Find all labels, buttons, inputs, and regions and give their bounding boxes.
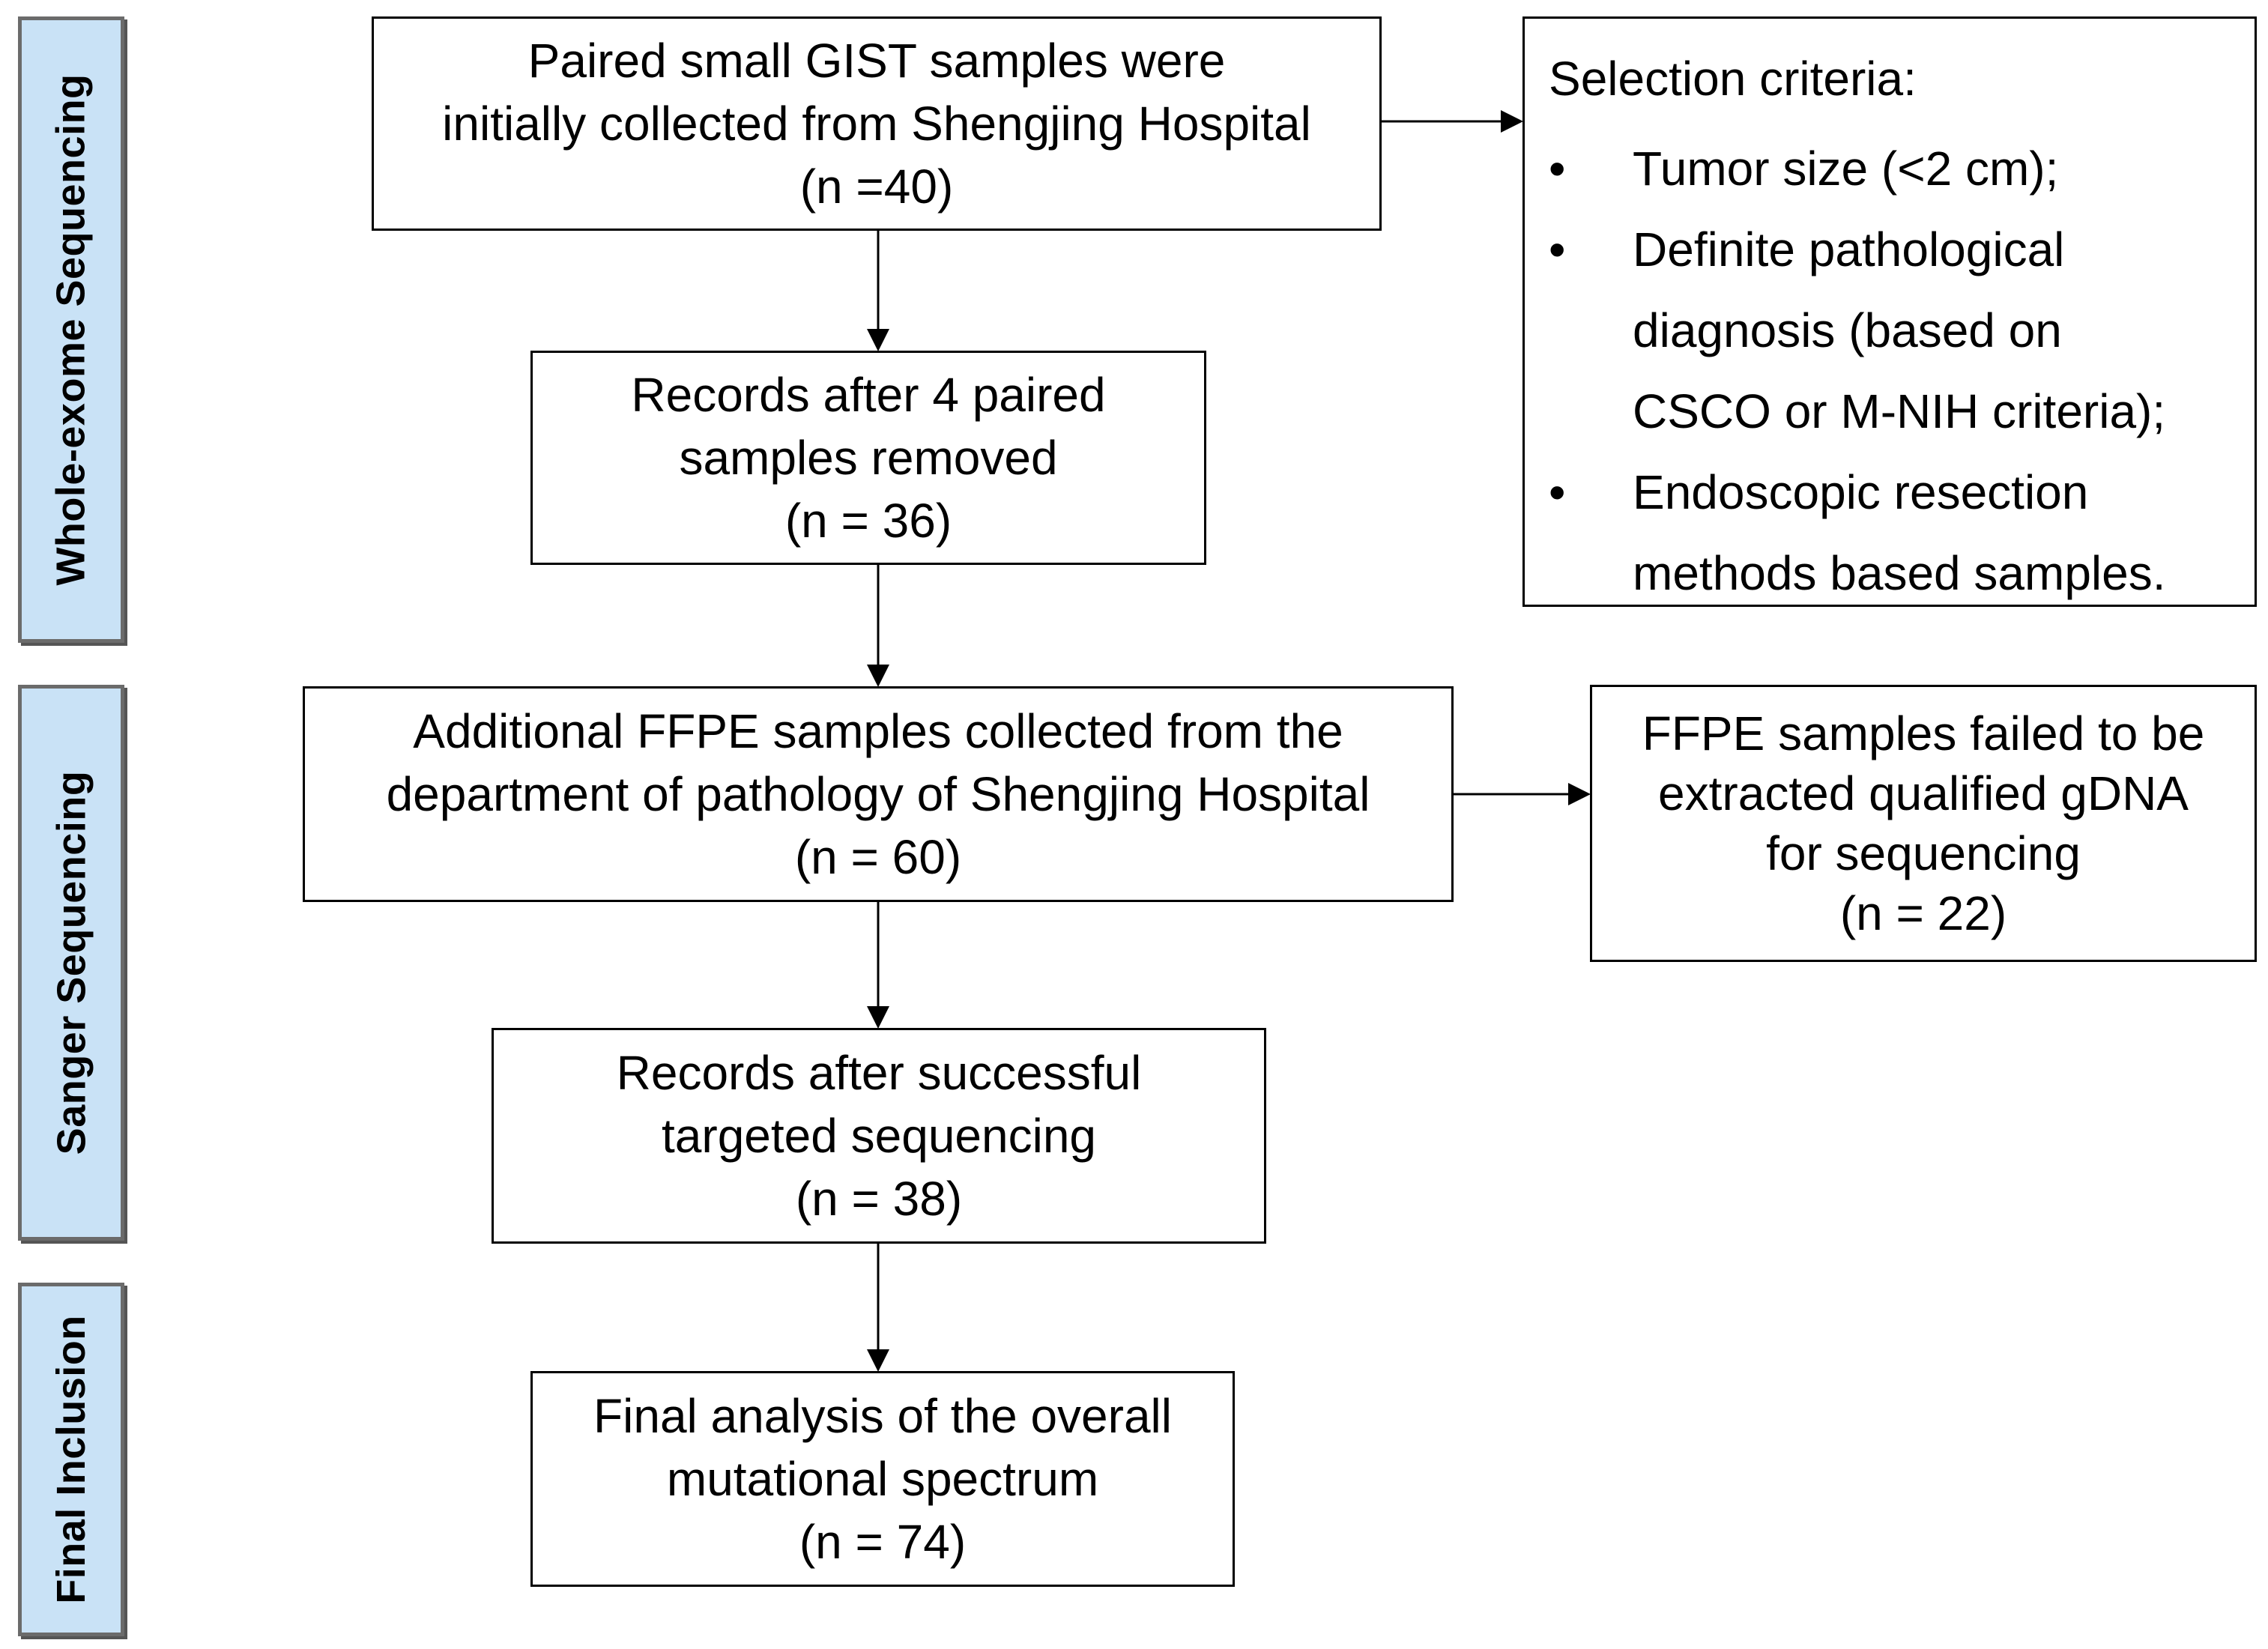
box-line: Additional FFPE samples collected from t… — [413, 704, 1343, 758]
box-line: FFPE samples failed to be — [1642, 707, 2205, 760]
phase-label-sanger: Sanger Sequencing — [18, 685, 124, 1241]
box-line: Paired small GIST samples were — [527, 34, 1226, 88]
box-line: Final analysis of the overall — [593, 1389, 1172, 1443]
bullet-icon: • — [1549, 465, 1566, 519]
criteria-item: • Endoscopic resection methods based sam… — [1549, 452, 2255, 614]
box-count: (n =40) — [799, 160, 954, 214]
criteria-item: • Definite pathological diagnosis (based… — [1549, 209, 2255, 452]
selection-criteria-box: Selection criteria: • Tumor size (<2 cm)… — [1522, 16, 2257, 607]
box-count: (n = 60) — [794, 830, 962, 884]
box-count: (n = 36) — [784, 494, 952, 548]
bullet-icon: • — [1549, 142, 1566, 196]
box-count: (n = 38) — [795, 1172, 963, 1226]
box-line: initially collected from Shengjing Hospi… — [442, 97, 1311, 151]
criteria-line: diagnosis (based on — [1633, 303, 2062, 357]
box-line: targeted sequencing — [662, 1109, 1096, 1163]
criteria-line: CSCO or M-NIH criteria); — [1633, 384, 2166, 438]
box-line: for sequencing — [1766, 826, 2081, 880]
box-line: extracted qualified gDNA — [1658, 766, 2189, 820]
final-analysis-box: Final analysis of the overall mutational… — [530, 1371, 1235, 1587]
criteria-list: • Tumor size (<2 cm); • Definite patholo… — [1549, 128, 2255, 614]
criteria-item: • Tumor size (<2 cm); — [1549, 128, 2255, 209]
box-line: samples removed — [679, 431, 1058, 485]
phase-label-whole-exome: Whole-exome Sequencing — [18, 16, 124, 643]
box-line: department of pathology of Shengjing Hos… — [386, 767, 1370, 821]
ffpe-failed-box: FFPE samples failed to be extracted qual… — [1590, 685, 2257, 962]
phase-label-final-inclusion: Final Inclusion — [18, 1283, 124, 1636]
box-line: mutational spectrum — [666, 1452, 1099, 1506]
criteria-line: Endoscopic resection — [1633, 465, 2089, 519]
initial-samples-box: Paired small GIST samples were initially… — [372, 16, 1382, 231]
box-line: Records after successful — [616, 1046, 1142, 1100]
criteria-line: Definite pathological — [1633, 223, 2065, 276]
bullet-icon: • — [1549, 223, 1566, 276]
criteria-line: Tumor size (<2 cm); — [1633, 142, 2059, 196]
ffpe-additional-box: Additional FFPE samples collected from t… — [303, 686, 1454, 902]
after-removed-box: Records after 4 paired samples removed (… — [530, 351, 1206, 565]
criteria-title: Selection criteria: — [1549, 52, 1917, 106]
after-targeted-box: Records after successful targeted sequen… — [492, 1028, 1266, 1244]
box-count: (n = 74) — [799, 1515, 967, 1569]
box-count: (n = 22) — [1839, 886, 2007, 940]
criteria-line: methods based samples. — [1633, 546, 2166, 600]
box-line: Records after 4 paired — [631, 368, 1106, 422]
